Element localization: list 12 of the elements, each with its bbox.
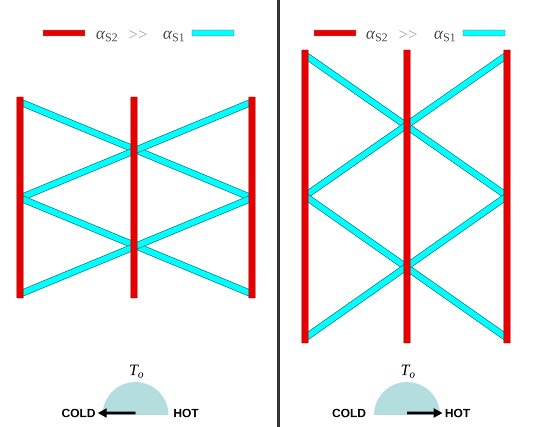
relation-sign: >> xyxy=(399,30,417,38)
symbol-label: α$_{S1}$ xyxy=(163,30,184,42)
variable-label: T$_{o}$ xyxy=(130,364,144,378)
variable-label: T$_{o}$ xyxy=(402,364,415,378)
side-label: HOT xyxy=(446,408,470,418)
side-label: COLD xyxy=(332,408,366,418)
relation-sign: >> xyxy=(129,30,147,38)
side-label: COLD xyxy=(62,408,95,418)
symbol-label: α$_{S2}$ xyxy=(96,30,117,42)
symbol-label: α$_{S1}$ xyxy=(434,30,455,42)
side-label: HOT xyxy=(174,408,198,418)
symbol-label: α$_{S2}$ xyxy=(366,30,387,42)
